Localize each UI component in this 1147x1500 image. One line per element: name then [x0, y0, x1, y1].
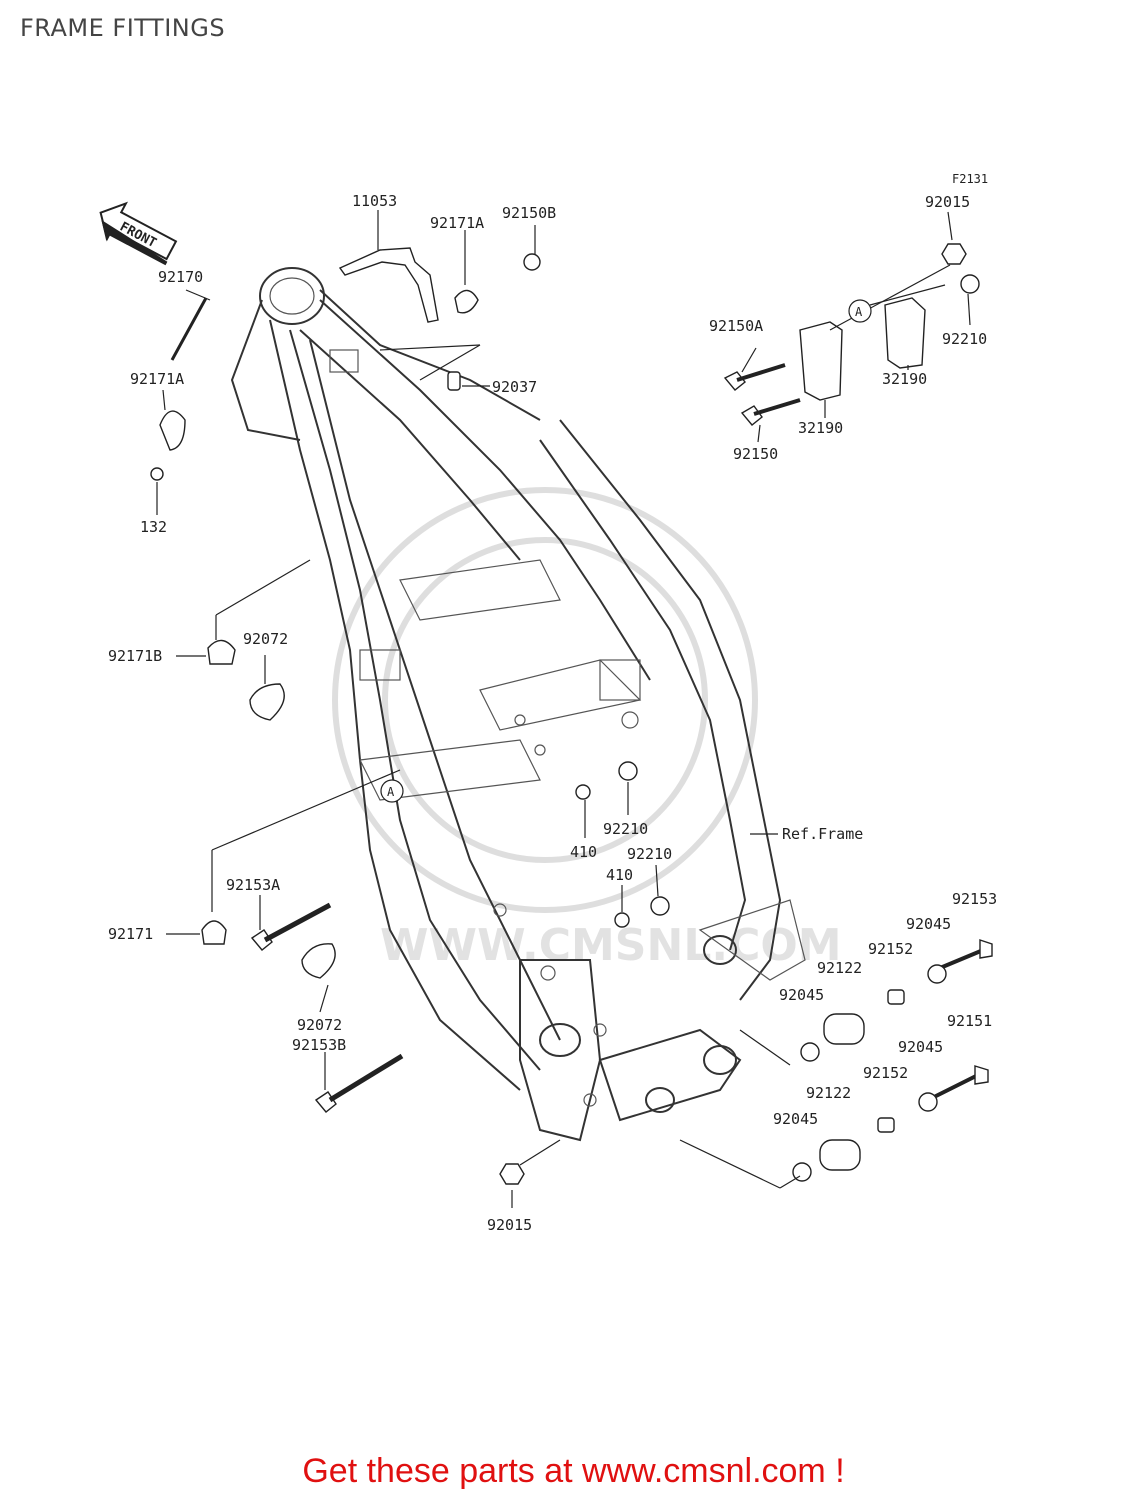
leader-lines: [156, 210, 971, 1208]
label-11053: 11053: [352, 192, 397, 210]
label-92152-a: 92152: [868, 940, 913, 958]
label-92122-a: 92122: [817, 959, 862, 977]
label-92045-d: 92045: [773, 1110, 818, 1128]
label-92210-a: 92210: [603, 820, 648, 838]
label-92072-upper: 92072: [243, 630, 288, 648]
label-92015-bottom: 92015: [487, 1216, 532, 1234]
ref-frame-label: Ref.Frame: [782, 825, 863, 843]
callout-a-label: A: [387, 785, 395, 799]
part-labels: F2131 11053 92171A 92150B 92170 92171A 1…: [108, 172, 997, 1234]
label-92171a-top: 92171A: [430, 214, 484, 232]
motorcycle-frame: [230, 267, 806, 1142]
part-shapes: [150, 243, 993, 1185]
label-92151: 92151: [947, 1012, 992, 1030]
callout-a-frame: A: [380, 779, 404, 803]
label-92210-top: 92210: [942, 330, 987, 348]
label-92045-c: 92045: [898, 1038, 943, 1056]
label-92150: 92150: [733, 445, 778, 463]
label-92171b: 92171B: [108, 647, 162, 665]
label-92152-b: 92152: [863, 1064, 908, 1082]
label-92122-b: 92122: [806, 1084, 851, 1102]
label-92045-b: 92045: [779, 986, 824, 1004]
callout-a-label: A: [855, 305, 863, 319]
parts-diagram: WWW.CMSNL.COM FRONT: [99, 172, 997, 1234]
figure-code: F2131: [952, 172, 988, 186]
label-92153b: 92153B: [292, 1036, 346, 1054]
label-132: 132: [140, 518, 167, 536]
callout-a-top: A: [848, 299, 872, 323]
label-92037: 92037: [492, 378, 537, 396]
label-92153: 92153: [952, 890, 997, 908]
label-92045-a: 92045: [906, 915, 951, 933]
label-410-a: 410: [570, 843, 597, 861]
page-title: FRAME FITTINGS: [20, 14, 226, 42]
label-92170: 92170: [158, 268, 203, 286]
label-92171: 92171: [108, 925, 153, 943]
label-410-b: 410: [606, 866, 633, 884]
label-92210-b: 92210: [627, 845, 672, 863]
front-arrow-icon: FRONT: [99, 201, 178, 266]
watermark: WWW.CMSNL.COM: [332, 487, 842, 971]
label-92015-top: 92015: [925, 193, 970, 211]
label-32190-left: 32190: [798, 419, 843, 437]
label-92072-lower: 92072: [297, 1016, 342, 1034]
label-32190-right: 32190: [882, 370, 927, 388]
label-92153a: 92153A: [226, 876, 280, 894]
label-92150a: 92150A: [709, 317, 763, 335]
footer-link-text[interactable]: Get these parts at www.cmsnl.com !: [302, 1452, 845, 1490]
label-92150b: 92150B: [502, 204, 556, 222]
label-92171a-left: 92171A: [130, 370, 184, 388]
